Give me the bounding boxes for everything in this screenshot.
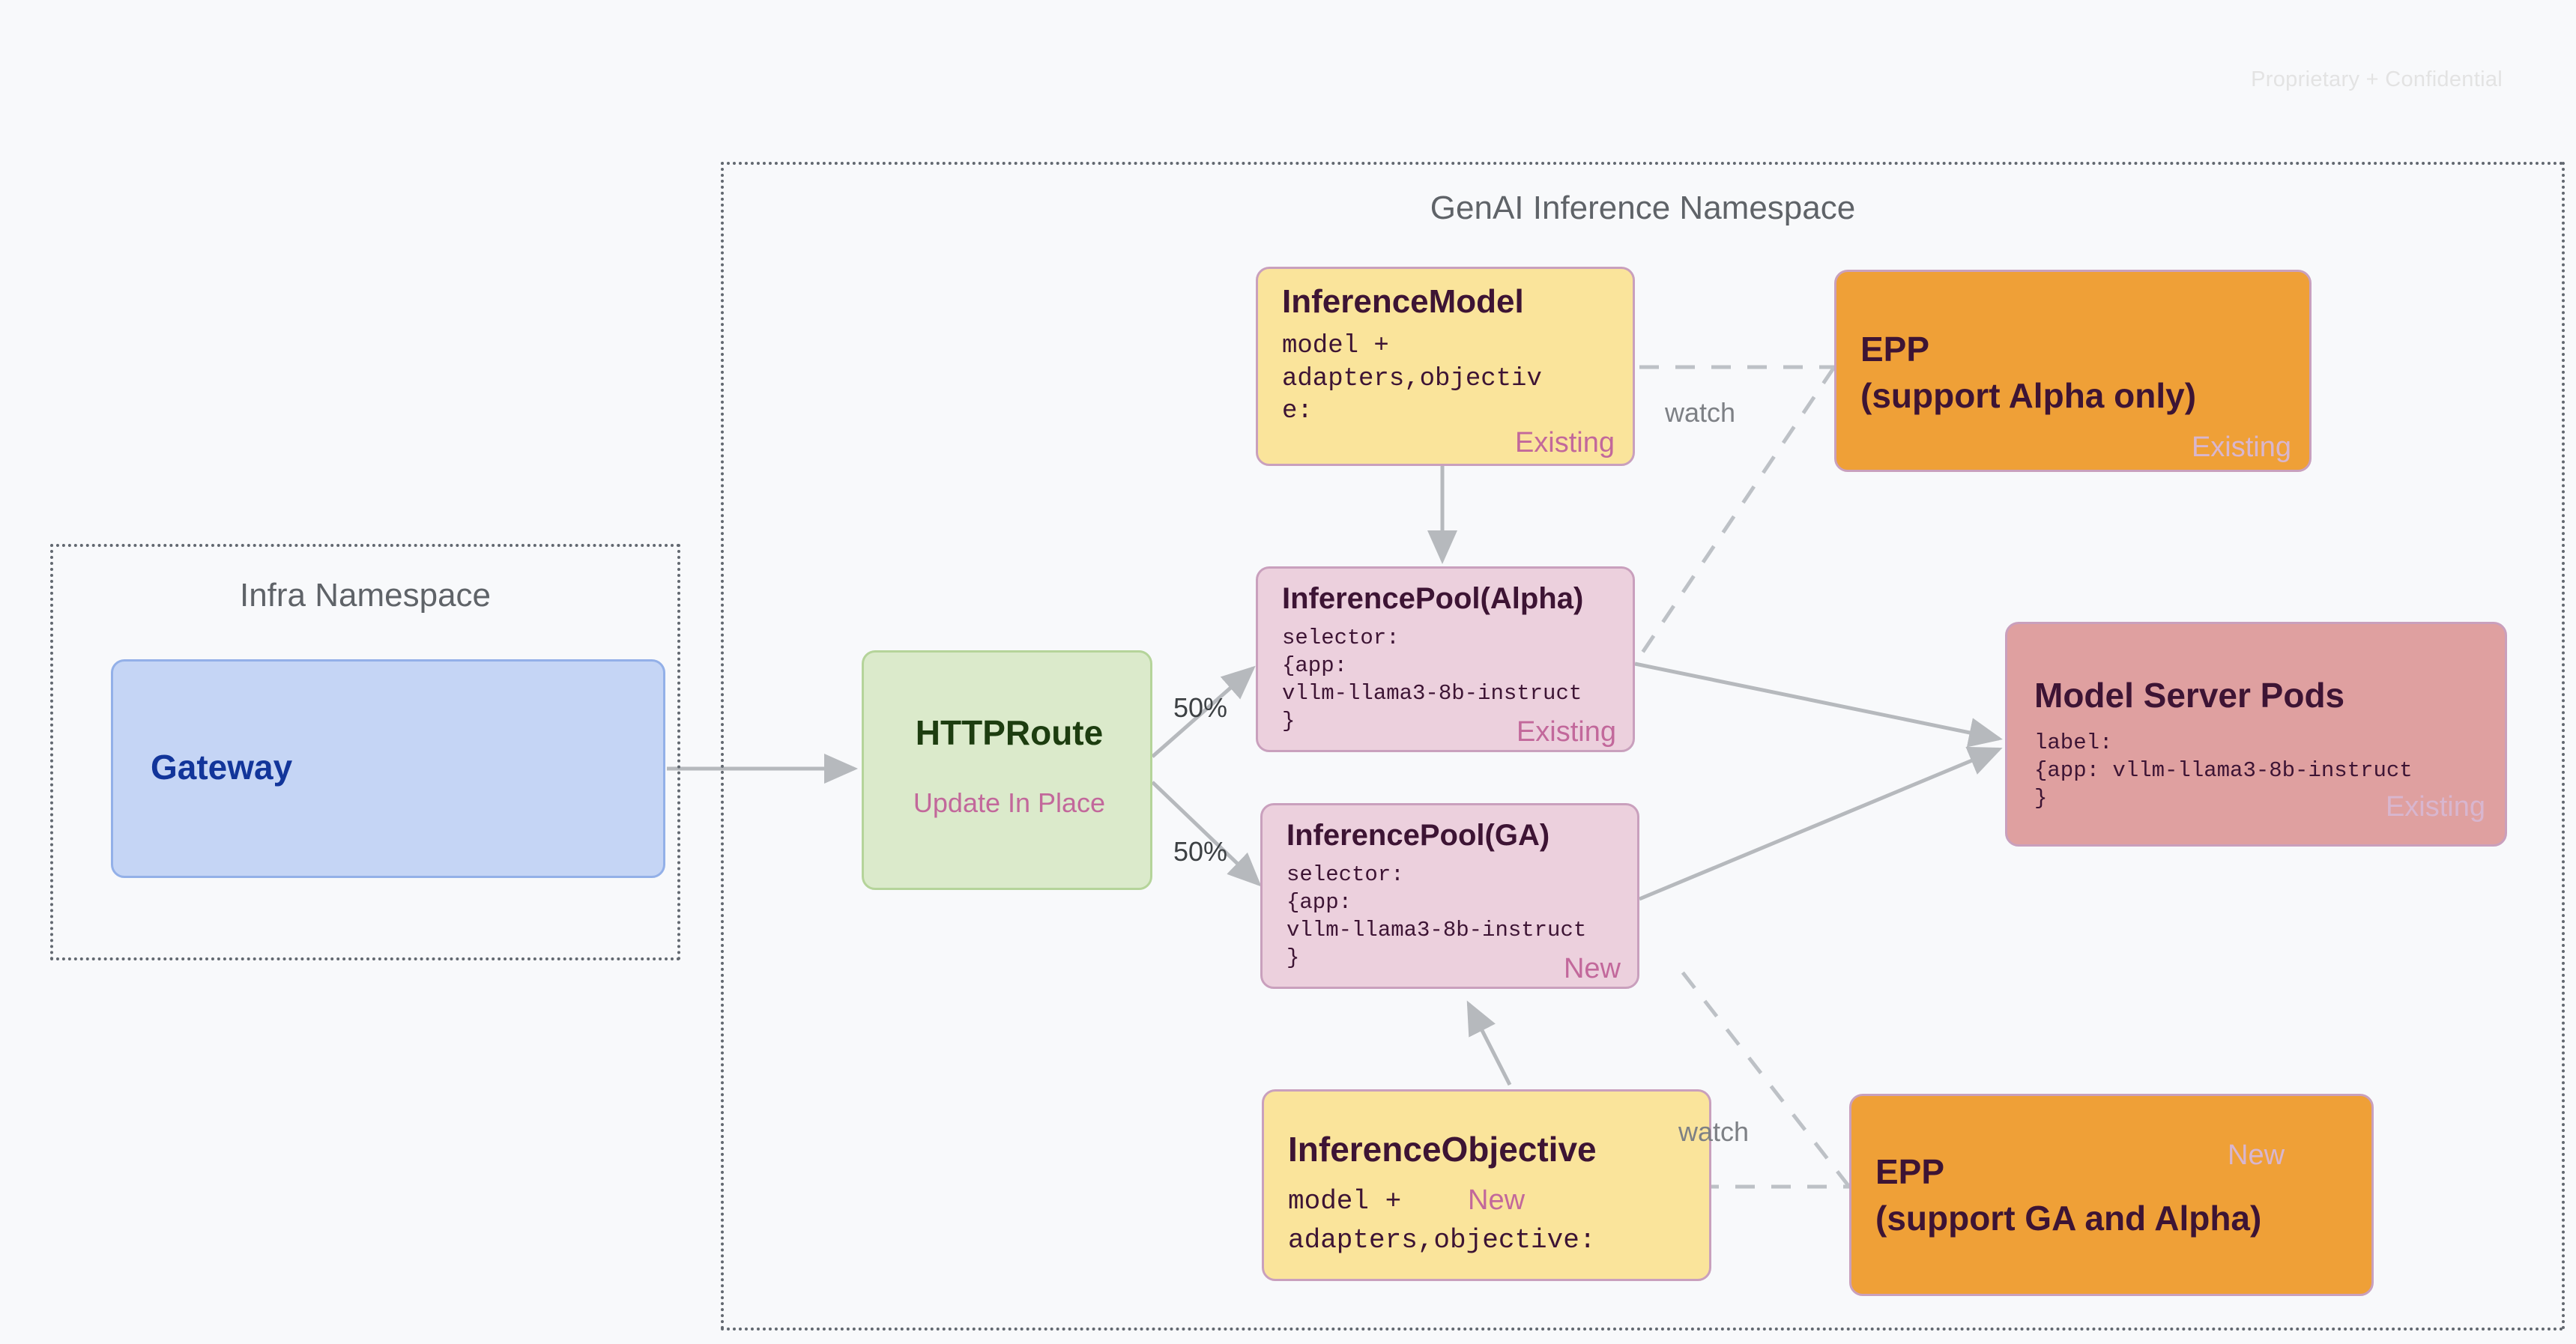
epp-alpha-title-line2: (support Alpha only) bbox=[1860, 376, 2197, 415]
httproute-title: HTTPRoute bbox=[915, 713, 1104, 752]
inference-objective-body-line2: adapters,objective: bbox=[1288, 1225, 1596, 1256]
epp-alpha-title-line1: EPP bbox=[1860, 330, 1930, 369]
genai-namespace-container bbox=[721, 162, 2565, 1331]
httproute-badge: Update In Place bbox=[913, 787, 1106, 818]
genai-namespace-title: GenAI Inference Namespace bbox=[1430, 190, 1856, 226]
node-inference-pool-alpha[interactable]: InferencePool(Alpha) selector: {app: vll… bbox=[1256, 566, 1635, 752]
inference-pool-alpha-title: InferencePool(Alpha) bbox=[1282, 582, 1584, 615]
node-inference-objective[interactable]: InferenceObjective model + New adapters,… bbox=[1262, 1089, 1711, 1281]
inference-objective-badge: New bbox=[1468, 1184, 1526, 1216]
inference-objective-title: InferenceObjective bbox=[1288, 1130, 1597, 1169]
node-model-server-pods[interactable]: Model Server Pods label: {app: vllm-llam… bbox=[2005, 622, 2507, 847]
infra-namespace-title: Infra Namespace bbox=[239, 577, 492, 614]
inference-objective-body-line1: model + bbox=[1288, 1186, 1402, 1217]
node-epp-ga[interactable]: EPP (support GA and Alpha) New bbox=[1849, 1094, 2374, 1296]
model-server-pods-body: label: {app: vllm-llama3-8b-instruct } bbox=[2034, 730, 2413, 811]
watch-label-bottom: watch bbox=[1678, 1116, 1750, 1147]
inference-pool-alpha-badge: Existing bbox=[1516, 716, 1616, 748]
model-server-pods-badge: Existing bbox=[2385, 791, 2485, 823]
inference-model-badge: Existing bbox=[1514, 427, 1615, 458]
inference-model-title: InferenceModel bbox=[1282, 283, 1524, 320]
split-label-top: 50% bbox=[1173, 692, 1228, 723]
inference-model-body: model + adapters,objectiv e: bbox=[1282, 332, 1542, 426]
gateway-label: Gateway bbox=[151, 748, 293, 787]
node-httproute[interactable]: HTTPRoute Update In Place bbox=[862, 650, 1152, 890]
node-inference-pool-ga[interactable]: InferencePool(GA) selector: {app: vllm-l… bbox=[1260, 803, 1639, 989]
epp-alpha-badge: Existing bbox=[2191, 432, 2291, 463]
model-server-pods-title: Model Server Pods bbox=[2034, 676, 2345, 715]
inference-pool-ga-title: InferencePool(GA) bbox=[1287, 819, 1550, 852]
node-epp-alpha[interactable]: EPP (support Alpha only) Existing bbox=[1834, 270, 2312, 472]
inference-pool-ga-body: selector: {app: vllm-llama3-8b-instruct … bbox=[1287, 862, 1587, 971]
node-gateway[interactable]: Gateway bbox=[111, 659, 665, 878]
epp-ga-title-line1: EPP bbox=[1875, 1152, 1945, 1191]
inference-pool-alpha-body: selector: {app: vllm-llama3-8b-instruct … bbox=[1282, 626, 1582, 734]
infra-namespace-container bbox=[50, 544, 680, 960]
epp-ga-badge: New bbox=[2228, 1139, 2285, 1171]
inference-pool-ga-badge: New bbox=[1563, 953, 1621, 984]
confidential-note: Proprietary + Confidential bbox=[2251, 67, 2503, 91]
node-inference-model[interactable]: InferenceModel model + adapters,objectiv… bbox=[1256, 267, 1635, 466]
watch-label-top: watch bbox=[1665, 397, 1736, 428]
epp-ga-title-line2: (support GA and Alpha) bbox=[1875, 1199, 2262, 1238]
split-label-bottom: 50% bbox=[1173, 836, 1228, 867]
